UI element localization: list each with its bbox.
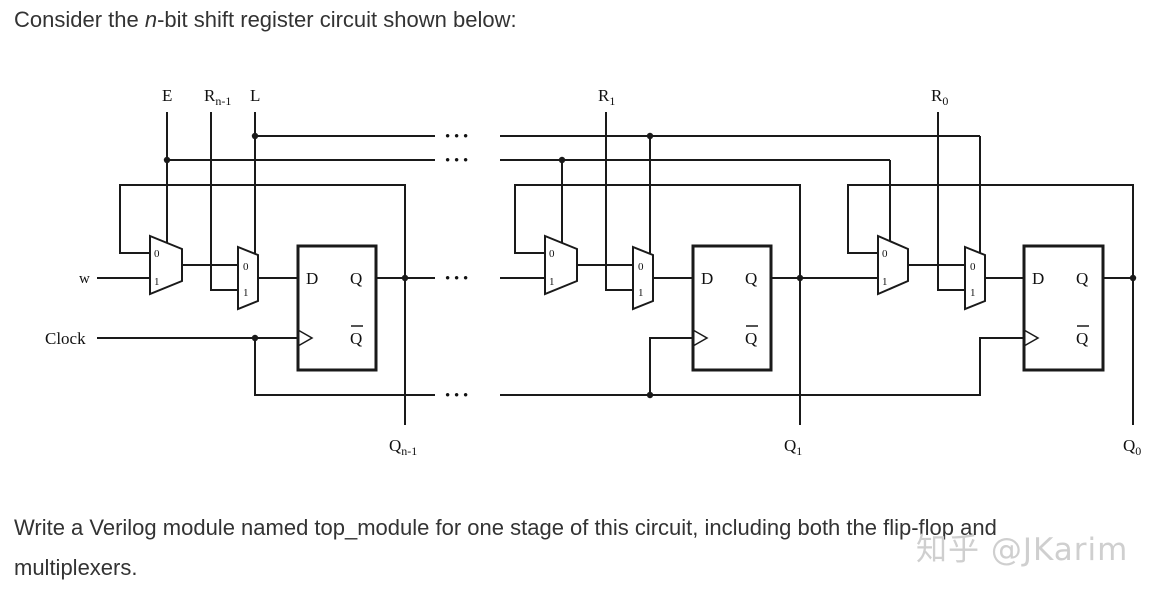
stage-n1-mux-1 [149, 234, 183, 296]
stage-n1-clock-triangle [297, 329, 314, 347]
label-L: L [250, 86, 260, 105]
stage-1-flip-flop [691, 244, 773, 372]
mux-label-1: 1 [970, 287, 976, 299]
junction-dot [401, 274, 409, 282]
problem-intro: Consider the n-bit shift register circui… [14, 4, 517, 36]
label-R0: R0 [931, 86, 948, 108]
label-Q0: Q0 [1123, 436, 1141, 458]
ff-label-D: D [1032, 269, 1044, 288]
junction-dot [646, 132, 654, 140]
stage-1-mux-2 [632, 245, 654, 311]
ellipsis-Q: • • • [445, 271, 468, 287]
ellipsis-L: • • • [445, 129, 468, 145]
stage-0-mux-2 [964, 245, 986, 311]
junction-dot [646, 391, 654, 399]
mux-label-1: 1 [154, 276, 160, 288]
intro-var-n: n [144, 7, 158, 32]
label-clock: Clock [45, 329, 86, 348]
label-R-n1: Rn-1 [204, 86, 231, 108]
junction-dot [251, 132, 259, 140]
label-w: w [79, 271, 90, 287]
stage-1-feedback [514, 184, 801, 425]
wire-clock-return-right [500, 337, 1024, 396]
task-description: Write a Verilog module named top_module … [14, 508, 1094, 588]
stage-0-R-input [937, 112, 965, 291]
wire-L [254, 112, 435, 137]
stage-n1-feedback [119, 184, 406, 425]
task-line-2: multiplexers. [14, 555, 138, 580]
mux-label-1: 1 [638, 287, 644, 299]
intro-text-1: Consider the [14, 7, 145, 32]
label-R1: R1 [598, 86, 615, 108]
mux-label-1: 1 [549, 276, 555, 288]
label-E: E [162, 86, 172, 105]
junction-dot [163, 156, 171, 164]
stage-1-mux-1 [544, 234, 578, 296]
ellipsis-clock: • • • [445, 388, 468, 404]
ff-label-D: D [701, 269, 713, 288]
mux-label-1: 1 [243, 287, 249, 299]
junction-dot [796, 274, 804, 282]
ff-label-D: D [306, 269, 318, 288]
mux-label-0: 0 [243, 261, 249, 273]
mux-label-0: 0 [638, 261, 644, 273]
label-Q1: Q1 [784, 436, 802, 458]
mux-label-0: 0 [154, 248, 160, 260]
task-line-1: Write a Verilog module named top_module … [14, 515, 997, 540]
ff-label-Qbar: Q [350, 329, 362, 348]
stage-n1-flip-flop [296, 244, 378, 372]
mux-label-0: 0 [549, 248, 555, 260]
stage-1-clock-triangle [692, 329, 709, 347]
junction-dot [558, 156, 566, 164]
stage-0-feedback [847, 184, 1134, 425]
junction-dot [251, 334, 259, 342]
wire-clock-return [254, 338, 435, 396]
stage-n1-mux-2 [237, 245, 259, 311]
watermark: 知乎 @JKarim [916, 532, 1129, 568]
ff-label-Q: Q [350, 269, 362, 288]
mux-label-1: 1 [882, 276, 888, 288]
ellipsis-E: • • • [445, 153, 468, 169]
mux-label-0: 0 [970, 261, 976, 273]
stage-1-clock [649, 337, 693, 395]
intro-text-2: -bit shift register circuit shown below: [157, 7, 517, 32]
junction-dot [1129, 274, 1137, 282]
stage-n1-R-input [210, 112, 238, 291]
stage-1-R-input [605, 112, 633, 291]
stage-0-clock-triangle [1023, 329, 1040, 347]
stage-0-flip-flop [1022, 244, 1105, 372]
shift-register-diagram: • • • • • • • • • • • • E Rn-1 L R1 R0 w… [45, 86, 1141, 458]
ff-label-Q: Q [1076, 269, 1088, 288]
mux-label-0: 0 [882, 248, 888, 260]
ff-label-Qbar: Q [745, 329, 757, 348]
ff-label-Qbar: Q [1076, 329, 1088, 348]
ff-label-Q: Q [745, 269, 757, 288]
label-Qn1: Qn-1 [389, 436, 417, 458]
stage-0-mux-1 [877, 234, 909, 296]
